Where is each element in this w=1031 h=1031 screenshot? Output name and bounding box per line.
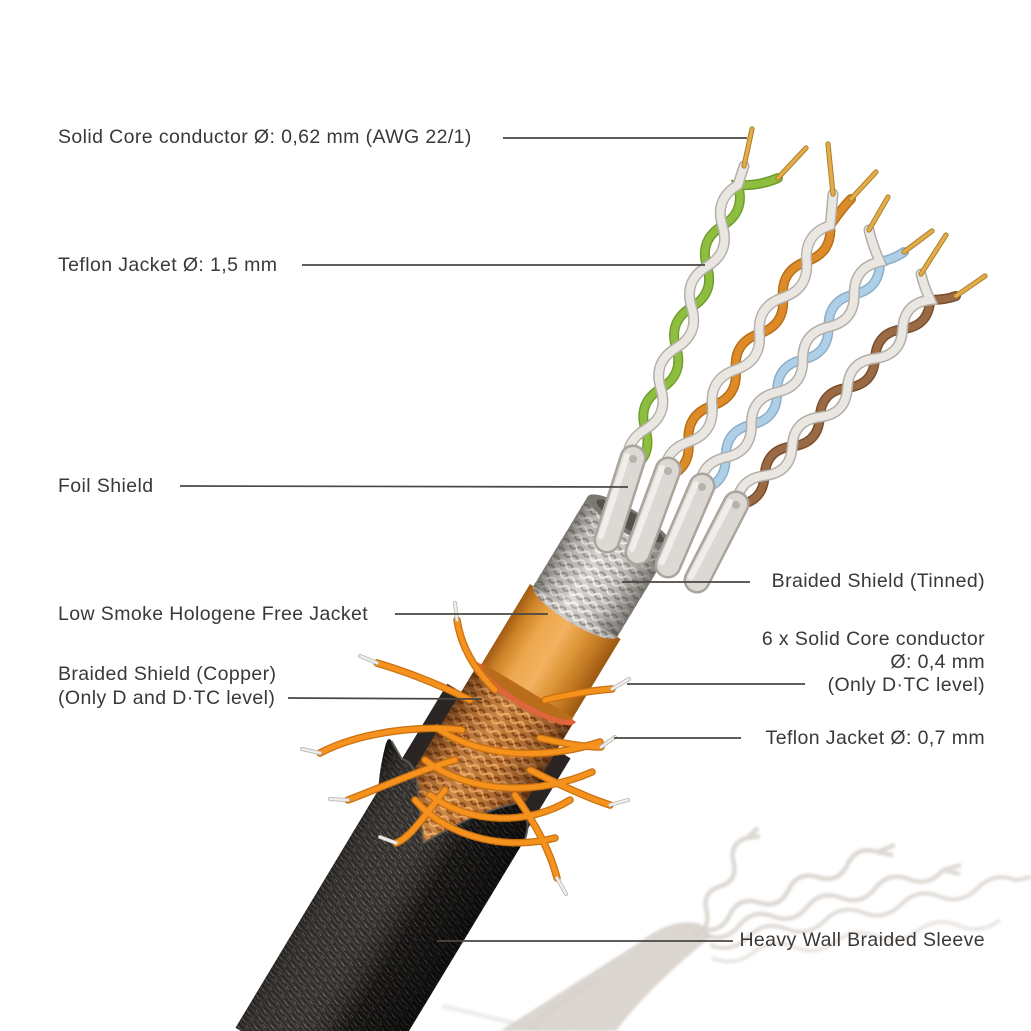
label-braided-shield-copper: Braided Shield (Copper) (Only D and D·TC… <box>58 662 276 710</box>
label-foil-shield: Foil Shield <box>58 475 154 497</box>
label-solid-core-6x: 6 x Solid Core conductor Ø: 0,4 mm (Only… <box>762 628 985 697</box>
copper-braid-art <box>376 663 574 891</box>
label-braided-shield-copper-line2: (Only D and D·TC level) <box>58 687 276 709</box>
leader-braided-copper <box>287 697 483 700</box>
leader-lines <box>179 137 805 942</box>
label-teflon-jacket-0-7: Teflon Jacket Ø: 0,7 mm <box>765 727 985 749</box>
label-solid-core-6x-line1: 6 x Solid Core conductor <box>761 628 985 650</box>
leader-foil-shield <box>179 485 629 488</box>
label-solid-core-6x-line2: Ø: 0,4 mm <box>890 651 985 673</box>
label-teflon-jacket-1-5: Teflon Jacket Ø: 1,5 mm <box>58 254 278 276</box>
cable-body-art <box>235 494 673 1031</box>
conductor-gold-tips <box>741 126 988 299</box>
twisted-pairs-art <box>622 126 988 511</box>
label-solid-core-awg22: Solid Core conductor Ø: 0,62 mm (AWG 22/… <box>58 126 472 148</box>
foil-shield-tubes-art <box>593 444 750 594</box>
label-lsoh-jacket: Low Smoke Hologene Free Jacket <box>58 603 369 625</box>
cable-shadow-art <box>441 826 1031 1031</box>
label-heavy-wall-sleeve: Heavy Wall Braided Sleeve <box>739 929 985 951</box>
shadow-wedge <box>500 922 712 1031</box>
label-braided-shield-copper-line1: Braided Shield (Copper) <box>58 663 277 685</box>
copper-strand-wires-art <box>300 601 631 896</box>
label-braided-shield-tinned: Braided Shield (Tinned) <box>771 570 985 592</box>
label-solid-core-6x-line3: (Only D·TC level) <box>827 674 985 696</box>
